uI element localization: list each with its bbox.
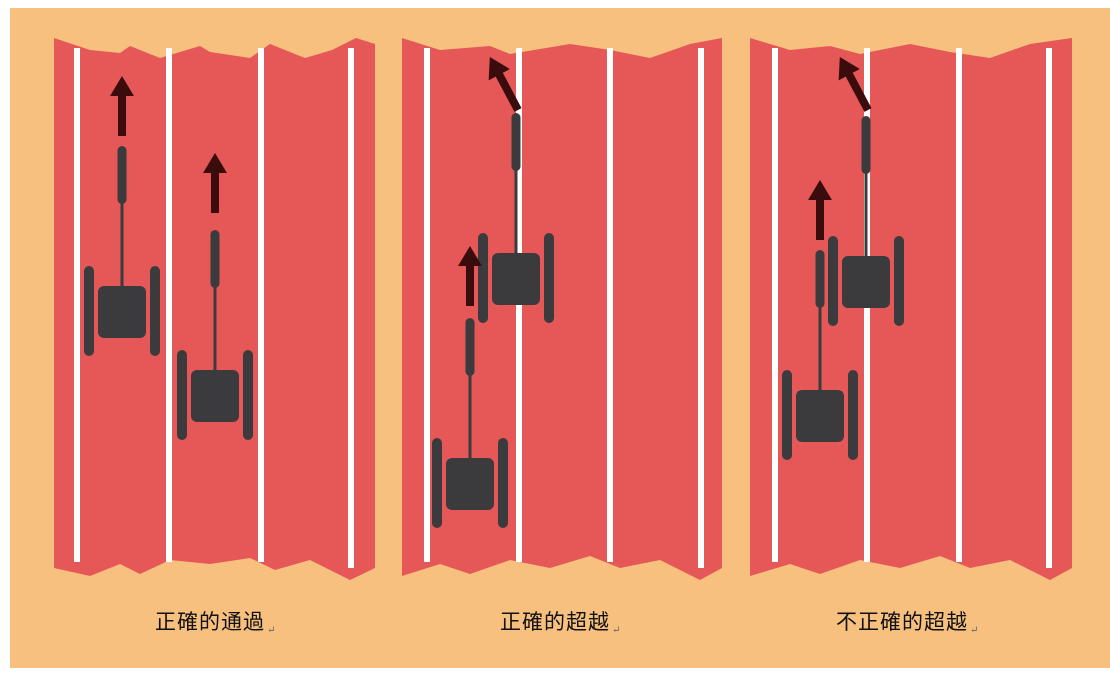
- panel-correct-overtaking: [402, 38, 722, 580]
- caption-panel-2: 正確的超越↵: [500, 606, 621, 636]
- track-diagrams: [54, 38, 1072, 580]
- lane-line: [772, 48, 778, 562]
- lane-line: [166, 48, 172, 562]
- lane-line: [1046, 48, 1052, 568]
- paragraph-mark: ↵: [267, 625, 277, 636]
- lane-line: [424, 48, 430, 562]
- caption-text: 正確的通過: [155, 610, 265, 634]
- lane-line: [348, 48, 354, 568]
- track: [750, 38, 1072, 580]
- track: [402, 38, 722, 580]
- panel-correct-passing: [54, 38, 375, 580]
- caption-panel-3: 不正確的超越↵: [836, 606, 979, 636]
- lane-line: [258, 48, 264, 562]
- lane-line: [74, 48, 80, 562]
- caption-text: 不正確的超越: [836, 610, 968, 634]
- lane-line: [956, 48, 962, 562]
- diagram-canvas: 正確的通過↵ 正確的超越↵ 不正確的超越↵: [10, 8, 1110, 668]
- lane-line: [698, 48, 704, 568]
- panel-incorrect-overtaking: [750, 38, 1072, 580]
- lane-line: [607, 48, 613, 562]
- paragraph-mark: ↵: [970, 625, 980, 636]
- caption-text: 正確的超越: [500, 610, 610, 634]
- caption-panel-1: 正確的通過↵: [155, 606, 276, 636]
- paragraph-mark: ↵: [612, 625, 622, 636]
